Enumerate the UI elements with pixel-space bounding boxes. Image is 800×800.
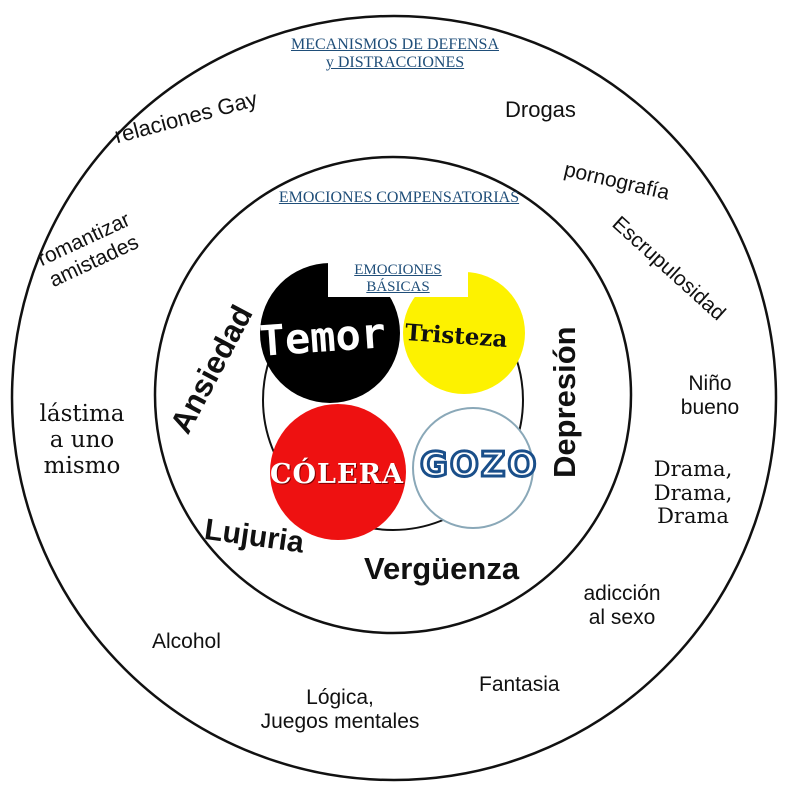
item-adiccion: adicción al sexo xyxy=(562,582,682,629)
label-temor: Temor xyxy=(257,308,388,366)
label-colera: CÓLERA xyxy=(270,459,404,490)
outer-ring-title: MECANISMOS DE DEFENSA y DISTRACCIONES xyxy=(255,36,535,73)
item-verguenza: Vergüenza xyxy=(364,551,520,586)
outer-title-line2: y DISTRACCIONES xyxy=(325,54,465,72)
lastima-line2: a uno xyxy=(49,426,115,453)
drama-line2: Drama, xyxy=(653,480,733,505)
item-fantasia: Fantasia xyxy=(479,673,560,696)
nino-bueno-line1: Niño xyxy=(688,372,732,395)
core-title-line1: EMOCIONES xyxy=(354,262,442,278)
core-title-line2: BÁSICAS xyxy=(366,279,430,296)
adiccion-line2: al sexo xyxy=(588,605,656,629)
item-drogas: Drogas xyxy=(505,97,576,122)
core-title: EMOCIONES BÁSICAS xyxy=(328,262,468,297)
drama-line3: Drama xyxy=(657,504,729,529)
colera-circle xyxy=(270,404,406,540)
tristeza-circle xyxy=(403,272,525,394)
gozo-circle xyxy=(412,407,534,529)
middle-ring xyxy=(153,155,633,635)
item-drama: Drama, Drama, Drama xyxy=(638,457,748,529)
temor-circle xyxy=(260,263,400,403)
logica-line1: Lógica, xyxy=(306,686,374,709)
item-lastima: lástima a uno mismo xyxy=(22,401,142,479)
logica-line2: Juegos mentales xyxy=(260,709,420,733)
adiccion-line1: adicción xyxy=(583,582,661,605)
drama-line1: Drama, xyxy=(653,457,733,481)
item-nino-bueno: Niño bueno xyxy=(672,372,748,419)
lastima-line1: lástima xyxy=(39,401,125,427)
item-alcohol: Alcohol xyxy=(152,630,221,653)
middle-ring-title: EMOCIONES COMPENSATORIAS xyxy=(278,189,520,206)
outer-title-line1: MECANISMOS DE DEFENSA xyxy=(290,36,500,53)
label-gozo: GOZO xyxy=(418,444,539,485)
item-logica: Lógica, Juegos mentales xyxy=(230,686,450,733)
nino-bueno-line2: bueno xyxy=(680,395,740,419)
item-depresion: Depresión xyxy=(547,326,582,478)
lastima-line3: mismo xyxy=(43,452,121,479)
outer-ring xyxy=(10,14,778,782)
